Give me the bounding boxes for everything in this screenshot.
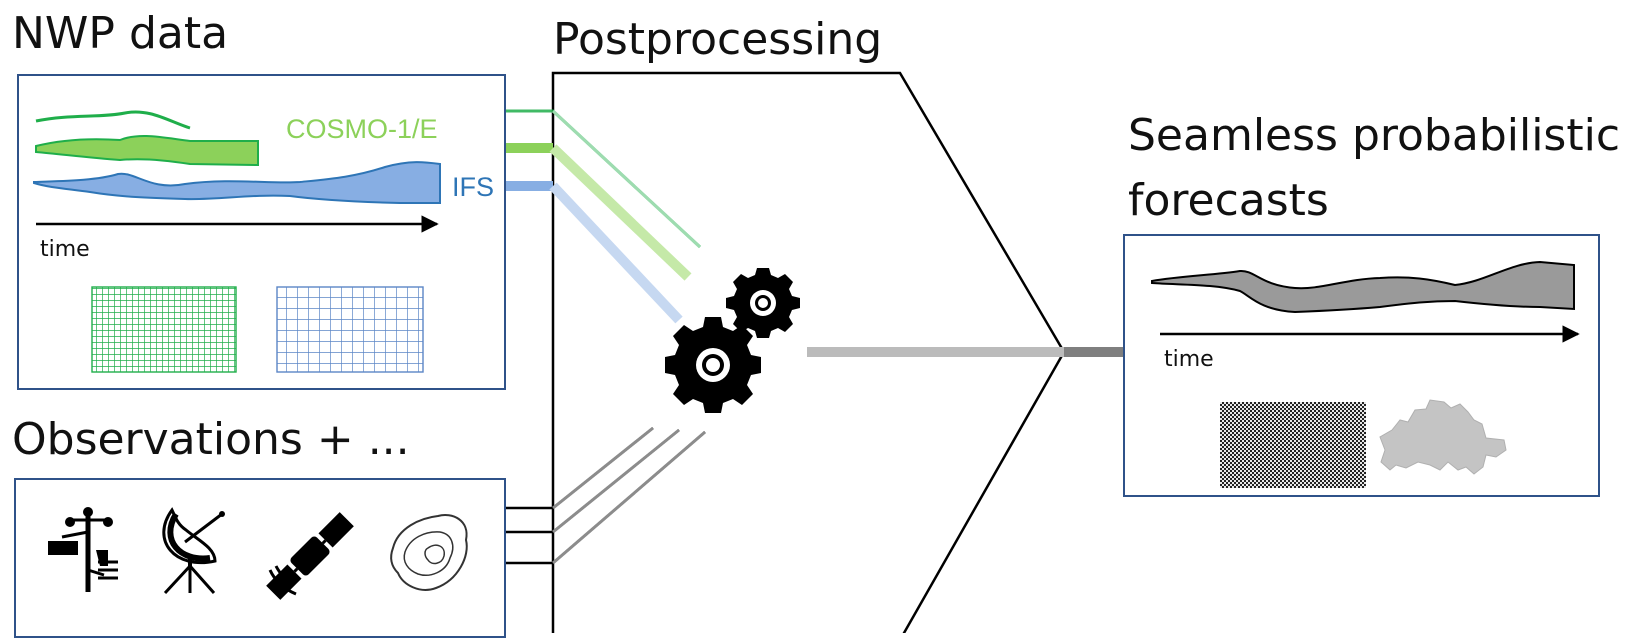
- obs-line-3: [506, 431, 706, 565]
- cosmo1-input-line: [506, 109, 702, 249]
- gears-icon: [665, 268, 800, 413]
- obs-line-2: [506, 429, 680, 534]
- nwp-data-title: NWP data: [12, 8, 229, 59]
- ifs-label: IFS: [452, 172, 494, 202]
- cosmo-label: COSMO-1/E: [286, 114, 438, 144]
- ifs-band: [33, 161, 441, 204]
- nwp-time-label: time: [40, 237, 90, 262]
- postprocessing-title: Postprocessing: [553, 14, 883, 65]
- output-title-line1: Seamless probabilistic: [1128, 110, 1621, 161]
- cosmo-grid: [91, 286, 237, 373]
- topography-map-icon: [390, 514, 468, 591]
- cosmo-e-band: [35, 135, 259, 167]
- output-time-label: time: [1164, 347, 1214, 372]
- ifs-grid: [276, 286, 424, 373]
- radar-dish-icon: [162, 507, 225, 595]
- output-box: [1123, 234, 1600, 497]
- output-gridded-field: [1220, 402, 1366, 488]
- postprocessing-shape: [551, 71, 1066, 633]
- output-title-line2: forecasts: [1128, 175, 1329, 226]
- output-forecast-band: [1151, 260, 1575, 314]
- cosmo1-input-line-faded: [551, 109, 702, 249]
- satellite-icon: [266, 512, 354, 600]
- cosmo1-line: [35, 110, 191, 130]
- weather-station-icon: [48, 507, 118, 592]
- switzerland-map-icon: [1379, 399, 1507, 475]
- observations-title: Observations + ...: [12, 414, 410, 465]
- ifs-input-line-faded: [549, 182, 683, 324]
- cosmo-e-input-line-faded: [549, 144, 692, 281]
- nwp-data-box: [17, 74, 506, 390]
